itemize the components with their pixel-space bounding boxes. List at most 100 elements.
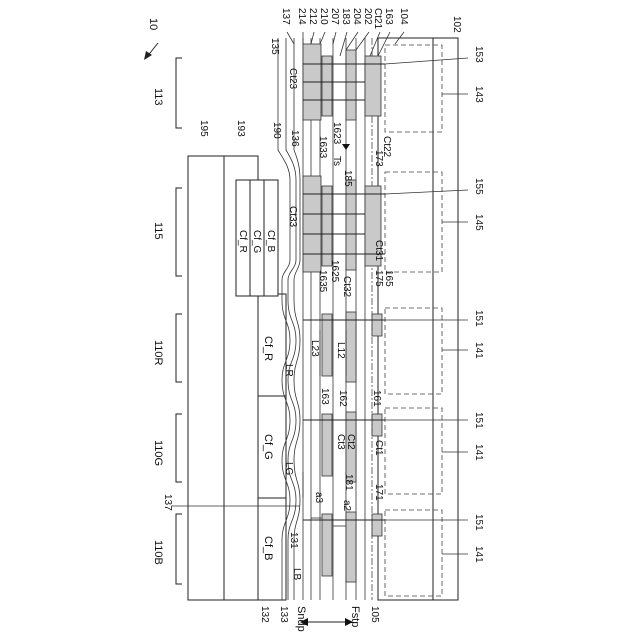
pad-110b: [372, 514, 382, 536]
label-1625: 1625: [329, 260, 340, 283]
region-110b: 110B: [152, 540, 164, 565]
label-ts: Ts: [331, 156, 342, 166]
label-102: 102: [451, 16, 462, 33]
top-label-183: 183: [340, 8, 351, 25]
label-a3: a3: [313, 492, 324, 504]
label-a2: a2: [341, 500, 352, 512]
connector-110b: [346, 512, 356, 582]
leader-210: [320, 32, 325, 44]
small-filter-r-label: Cf_R: [237, 230, 248, 253]
label-195: 195: [198, 120, 209, 137]
top-label-163: 163: [383, 8, 394, 25]
label-l23: L23: [309, 340, 320, 357]
label-171: 171: [373, 484, 384, 501]
label-153: 153: [473, 46, 484, 63]
small-filter-b-label: Cf_B: [265, 230, 276, 253]
label-lg: LG: [283, 462, 294, 476]
encap-line-137: [294, 38, 300, 600]
label-132: 132: [259, 606, 270, 623]
top-label-202: 202: [362, 8, 373, 25]
label-131: 131: [288, 532, 299, 549]
region-113: 113: [152, 88, 164, 106]
pad-110r: [372, 314, 382, 336]
label-lr: LR: [283, 364, 294, 377]
top-label-137: 137: [280, 8, 291, 25]
label-135: 135: [269, 38, 280, 55]
label-ct23: Ct23: [287, 68, 298, 90]
electrode-110g: [322, 414, 332, 476]
top-label-210: 210: [318, 8, 329, 25]
label-ct3: Ct3: [335, 434, 346, 450]
layer-104: [378, 38, 433, 600]
label-143: 143: [473, 86, 484, 103]
label-161: 161: [371, 390, 382, 407]
label-151-b: 151: [473, 412, 484, 429]
pad-113: [365, 56, 381, 116]
leader-202: [356, 32, 369, 50]
label-181: 181: [343, 474, 354, 491]
bracket-110g: [176, 414, 182, 482]
label-sndp: Sndp: [295, 606, 307, 632]
label-ct33: Ct33: [287, 206, 298, 228]
label-155: 155: [473, 178, 484, 195]
label-162: 162: [337, 390, 348, 407]
top-label-212: 212: [307, 8, 318, 25]
label-141-c: 141: [473, 546, 484, 563]
top-label-204: 204: [351, 8, 362, 25]
label-1633: 1633: [317, 136, 328, 159]
stack-115-left: [303, 176, 321, 272]
region-110r: 110R: [152, 340, 164, 366]
electrode-110b: [322, 514, 332, 576]
label-l12: L12: [335, 342, 346, 359]
label-lb: LB: [291, 568, 302, 581]
label-185: 185: [342, 170, 353, 187]
pad-110g: [372, 414, 382, 436]
label-193: 193: [235, 120, 246, 137]
label-136: 136: [289, 130, 300, 147]
label-ct31: Ct31: [373, 240, 384, 262]
label-1623: 1623: [331, 122, 342, 145]
label-190: 190: [271, 122, 282, 139]
label-133: 133: [278, 606, 289, 623]
region-115: 115: [152, 222, 164, 240]
electrode-110r: [322, 314, 332, 376]
label-165: 165: [383, 270, 394, 287]
electrode-113: [322, 56, 332, 116]
label-175: 175: [373, 270, 384, 287]
label-145: 145: [473, 214, 484, 231]
leader-137: [287, 32, 294, 44]
label-141-a: 141: [473, 342, 484, 359]
label-ct2: Ct2: [345, 434, 356, 450]
label-137-b: 137: [162, 494, 173, 511]
leader-212: [311, 32, 314, 44]
top-label-207: 207: [329, 8, 340, 25]
bracket-110b: [176, 514, 182, 584]
region-110g: 110G: [152, 440, 164, 466]
figure-ref: 10: [147, 18, 159, 30]
top-label-214: 214: [296, 8, 307, 25]
label-ct32: Ct32: [341, 276, 352, 298]
substrate-102: [433, 38, 458, 600]
big-filter-b-label: Cf_B: [262, 536, 274, 560]
big-filter-r-label: Cf_R: [262, 336, 274, 361]
label-ct1: Ct1: [373, 440, 384, 456]
label-ct22: Ct22: [381, 136, 392, 158]
label-151-a: 151: [473, 310, 484, 327]
label-1635: 1635: [317, 270, 328, 293]
label-163-b: 163: [319, 388, 330, 405]
bracket-115: [176, 188, 182, 276]
leader-207: [333, 32, 336, 44]
label-141-b: 141: [473, 444, 484, 461]
label-105: 105: [369, 606, 380, 623]
layer-195: [188, 156, 224, 600]
bracket-110r: [176, 314, 182, 382]
label-fstp: Fstp: [349, 606, 361, 627]
top-label-ct21: Ct21: [372, 8, 383, 30]
small-filter-g-label: Cf_G: [251, 230, 262, 254]
connector-113: [346, 50, 356, 120]
big-filter-g-label: Cf_G: [262, 434, 274, 460]
ts-arrow-icon: [342, 144, 350, 150]
bracket-113: [176, 58, 182, 128]
